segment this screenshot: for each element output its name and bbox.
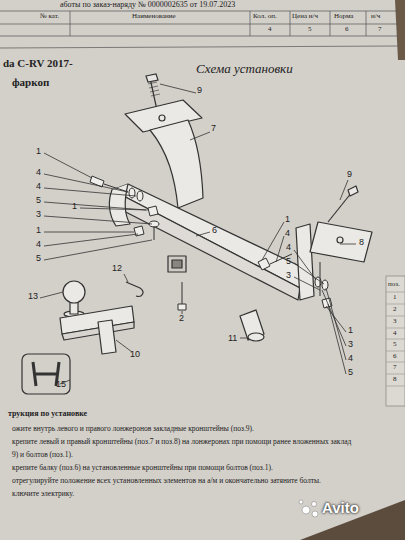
callout-number: 4 <box>36 240 41 250</box>
instruction-text: крепите левый и правый кронштейны (поз.7… <box>12 438 351 446</box>
callout-number: 9 <box>197 86 202 96</box>
model-text: da C-RV 2017- <box>3 57 73 69</box>
callout-number: 11 <box>228 334 237 344</box>
callout-number: 3 <box>286 271 291 281</box>
callout-number: 5 <box>36 254 41 264</box>
header-text: аботы по заказ-наряду № 0000002635 от 19… <box>60 1 235 10</box>
table-cell: 5 <box>308 26 312 34</box>
callout-number: 4 <box>286 243 291 253</box>
table-cell: 8 <box>393 376 397 384</box>
callout-number: 1 <box>36 226 41 236</box>
table-cell: 4 <box>268 26 272 34</box>
table-cell: 2 <box>393 306 397 314</box>
table-cell: 7 <box>393 364 397 372</box>
instruction-text: отрегулируйте положение всех установленн… <box>12 477 321 485</box>
table-cell: Наименование <box>132 13 176 21</box>
callout-number: 4 <box>36 182 41 192</box>
callout-number: 13 <box>28 292 38 302</box>
callout-number: 7 <box>211 124 216 134</box>
table-cell: Цена н/ч <box>292 13 318 21</box>
callout-number: 2 <box>179 314 184 324</box>
instruction-text: 9) и болтов (поз.1). <box>12 451 73 459</box>
callout-number: 1 <box>72 202 77 212</box>
callout-number: 1 <box>285 215 290 225</box>
callout-number: 4 <box>285 229 290 239</box>
callout-number: 6 <box>212 226 217 236</box>
table-cell: н/ч <box>371 13 380 21</box>
instruction-text: ключите электрику. <box>12 490 74 498</box>
callout-number: 5 <box>286 257 291 267</box>
callout-number: 9 <box>347 170 352 180</box>
callout-number: 10 <box>130 350 140 360</box>
callout-number: 5 <box>348 368 353 378</box>
scheme-title: Схема установки <box>196 62 293 76</box>
callout-number: 8 <box>359 238 364 248</box>
table-cell: поз. <box>388 281 400 289</box>
table-cell: 5 <box>393 341 397 349</box>
table-cell: Кол. оп. <box>253 13 277 21</box>
table-cell: Норма <box>334 13 353 21</box>
callout-number: 3 <box>348 340 353 350</box>
table-cell: 4 <box>393 330 397 338</box>
table-cell: 6 <box>345 26 349 34</box>
callout-number: 3 <box>36 210 41 220</box>
instruction-text: крепите балку (поз.6) на установленные к… <box>12 464 273 472</box>
callout-number: 4 <box>36 168 41 178</box>
callout-number: 15 <box>56 380 66 390</box>
callout-number: 1 <box>348 326 353 336</box>
table-cell: 6 <box>393 353 397 361</box>
instruction-heading: трукция по установке <box>8 410 87 419</box>
callout-number: 1 <box>36 147 41 157</box>
instruction-text: ожите внутрь левого и правого лонжеронов… <box>12 425 254 433</box>
model-text: фаркоп <box>12 76 49 88</box>
callout-number: 5 <box>36 196 41 206</box>
watermark: Avito <box>322 500 359 517</box>
table-cell: 3 <box>393 318 397 326</box>
callout-number: 12 <box>112 264 122 274</box>
table-cell: 7 <box>378 26 382 34</box>
table-cell: № кат. <box>40 13 59 21</box>
callout-number: 4 <box>348 354 353 364</box>
table-cell: 1 <box>393 294 397 302</box>
